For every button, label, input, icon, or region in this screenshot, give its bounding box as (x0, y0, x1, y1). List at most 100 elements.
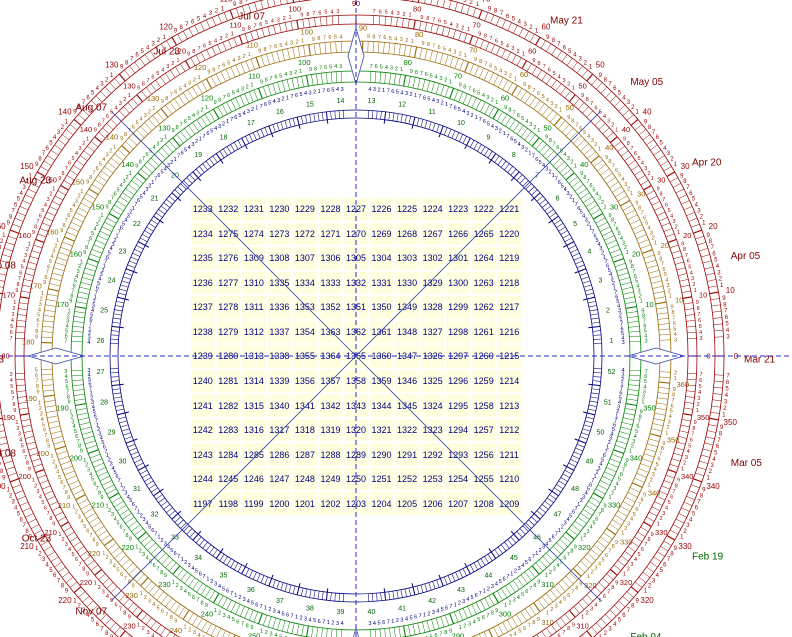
ring-tick (137, 241, 150, 248)
unit-digit: 5 (389, 36, 392, 42)
ring-tick (166, 631, 171, 637)
ring-tick (140, 535, 150, 544)
ring-tick (43, 546, 52, 552)
ring-tick (112, 388, 121, 391)
unit-digit: 5 (42, 422, 45, 428)
unit-digit: 7 (9, 336, 12, 342)
unit-digit: 6 (86, 95, 90, 101)
unit-digit: 4 (214, 38, 217, 44)
unit-digit: 3 (685, 455, 688, 461)
unit-digit: 4 (44, 202, 47, 208)
unit-digit: 1 (580, 537, 583, 543)
ring-tick (335, 41, 337, 53)
weekday-digit: 7 (290, 614, 293, 620)
ring-tick (165, 559, 173, 568)
unit-digit: 2 (405, 38, 408, 44)
ring-tick (205, 78, 213, 89)
unit-digit: 5 (659, 140, 663, 146)
unit-digit: 4 (450, 22, 453, 28)
decade-number: 160 (46, 228, 59, 237)
unit-digit: 1 (644, 589, 648, 595)
unit-digit: 2 (631, 444, 634, 450)
ring-tick (665, 233, 675, 238)
weekday-digit: 4 (609, 272, 612, 278)
decade-number: 130 (147, 94, 160, 103)
unit-digit: 6 (67, 213, 70, 219)
square-cell: 1261 (470, 319, 497, 345)
weekday-digit: 7 (614, 418, 617, 424)
unit-digit: 8 (239, 0, 243, 6)
ring-tick (642, 458, 653, 463)
unit-digit: 1 (648, 482, 651, 488)
ring-tick (111, 496, 122, 504)
ring-tick (516, 88, 523, 98)
unit-digit: 1 (603, 204, 606, 210)
square-cell: 1353 (292, 295, 318, 320)
unit-digit: 3 (622, 240, 625, 246)
ring-tick (585, 292, 594, 296)
ring-tick (403, 75, 407, 87)
ring-tick (66, 531, 75, 537)
unit-digit: 2 (604, 631, 608, 637)
ring-tick (176, 134, 184, 144)
unit-digit: 3 (673, 219, 676, 225)
ring-tick (606, 177, 616, 184)
weekday-digit: 6 (552, 535, 555, 541)
ring-tick (617, 195, 628, 202)
decade-number: 150 (44, 175, 57, 184)
ring-tick (132, 570, 141, 579)
ring-tick (28, 261, 37, 265)
ring-tick (654, 412, 666, 416)
ring-tick (121, 280, 130, 284)
ring-tick (614, 444, 626, 450)
square-cell: 1202 (317, 491, 344, 516)
ring-tick (221, 597, 228, 608)
weekday-digit: 6 (157, 173, 160, 179)
unit-digit: 4 (641, 161, 644, 167)
ring-tick (165, 144, 173, 153)
ring-tick (591, 392, 600, 395)
square-cell: 1258 (470, 393, 497, 418)
ring-tick (430, 23, 433, 33)
unit-digit: 7 (35, 379, 38, 385)
ring-tick (31, 458, 41, 462)
weekday-digit: 4 (91, 308, 94, 314)
ring-tick (172, 137, 181, 147)
square-cell: 1329 (419, 270, 446, 296)
ring-tick (634, 229, 645, 235)
unit-digit: 5 (637, 552, 640, 558)
ring-tick (326, 628, 328, 637)
ring-tick (634, 124, 643, 131)
unit-digit: 6 (698, 318, 701, 324)
unit-digit: 9 (309, 67, 312, 73)
unit-digit: 6 (203, 43, 206, 49)
ring-tick (564, 237, 572, 243)
unit-digit: 2 (555, 104, 558, 110)
ring-tick (183, 180, 190, 187)
unit-digit: 6 (671, 403, 674, 409)
unit-digit: 6 (567, 593, 570, 599)
ring-tick (549, 154, 558, 163)
ring-tick (695, 472, 705, 477)
unit-digit: 8 (9, 215, 13, 221)
ring-tick (223, 148, 228, 156)
ring-tick (43, 160, 52, 166)
weekday-digit: 1 (528, 151, 531, 157)
unit-digit: 5 (188, 592, 191, 598)
decade-number: 190 (3, 413, 16, 422)
unit-digit: 7 (128, 128, 131, 134)
ring-tick (14, 217, 24, 222)
weekday-digit: 3 (621, 372, 624, 378)
unit-digit: 1 (51, 454, 54, 460)
decade-number: 0 (706, 352, 710, 361)
ring-tick (68, 480, 79, 486)
ring-tick (597, 540, 607, 548)
unit-digit: 7 (662, 197, 665, 203)
unit-digit: 1 (58, 532, 61, 538)
ring-tick (511, 85, 518, 96)
square-cell: 1299 (445, 295, 471, 320)
unit-digit: 9 (367, 34, 370, 40)
ring-tick (678, 273, 687, 276)
ring-tick (631, 165, 639, 171)
ring-tick (583, 147, 593, 156)
